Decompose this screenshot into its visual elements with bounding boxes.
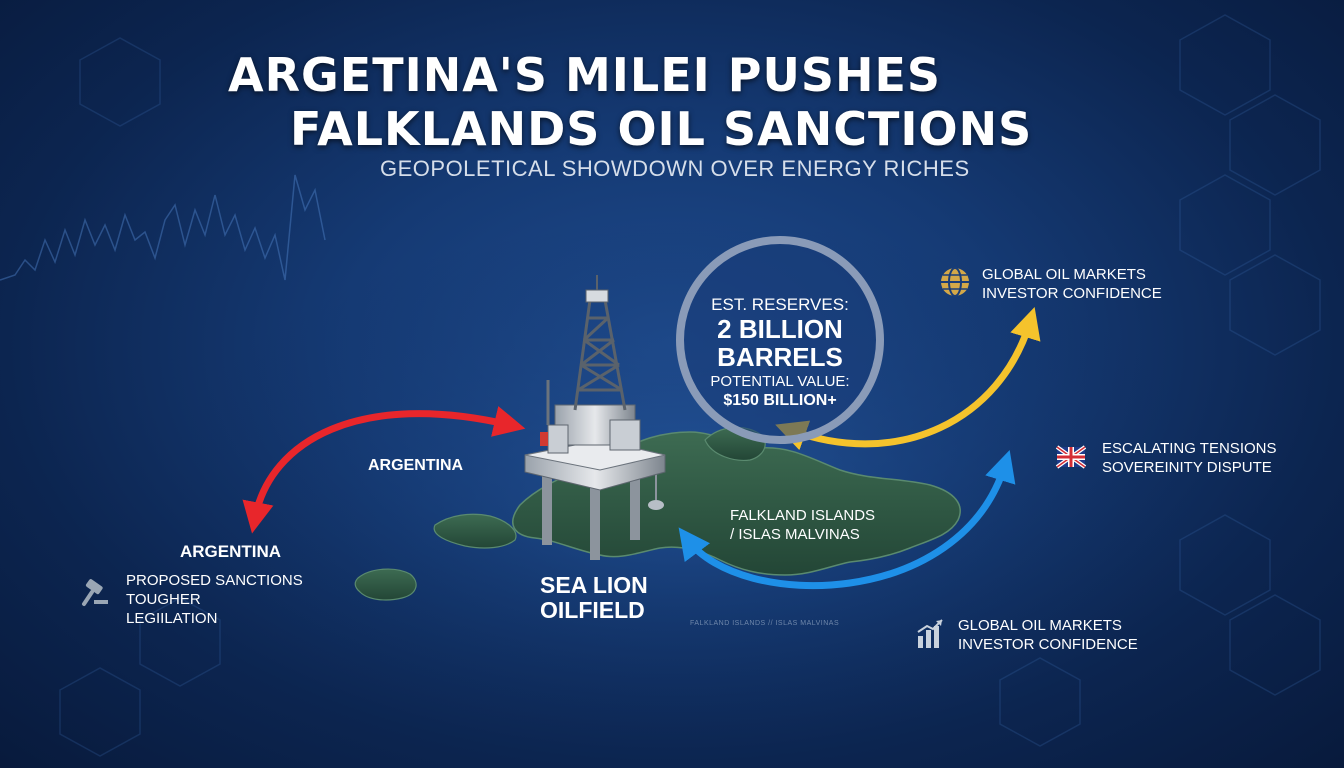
uk-flag-icon	[1055, 445, 1087, 469]
reserves-label: EST. RESERVES:	[711, 295, 849, 314]
falklands-line-1: FALKLAND ISLANDS	[730, 507, 876, 524]
hexagon-pattern	[59, 14, 1321, 757]
bar-chart-up-icon	[917, 619, 943, 648]
oilfield-line-1: SEA LION	[540, 572, 648, 598]
potential-value-label: POTENTIAL VALUE:	[710, 373, 850, 390]
blue-arrow	[678, 449, 1016, 590]
top-right-label: GLOBAL OIL MARKETS INVESTOR CONFIDENCE	[982, 265, 1162, 303]
falklands-label: FALKLAND ISLANDS / ISLAS MALVINAS	[730, 506, 875, 544]
mid-right-label: ESCALATING TENSIONS SOVEREINITY DISPUTE	[1102, 439, 1277, 477]
island-small	[354, 568, 417, 601]
gavel-icon	[82, 579, 108, 606]
subtitle: GEOPOLETICAL SHOWDOWN OVER ENERGY RICHES	[380, 156, 970, 181]
top-right-line-1: GLOBAL OIL MARKETS	[982, 266, 1146, 283]
headline-line-2: FALKLANDS OIL SANCTIONS	[290, 102, 1033, 156]
sanctions-line-3: LEGIILATION	[126, 610, 218, 627]
bottom-right-line-2: INVESTOR CONFIDENCE	[958, 636, 1138, 653]
map-caption: FALKLAND ISLANDS // ISLAS MALVINAS	[690, 620, 840, 627]
mid-right-line-2: SOVEREINITY DISPUTE	[1102, 459, 1272, 476]
sanctions-line-1: PROPOSED SANCTIONS	[126, 572, 303, 589]
mid-right-line-1: ESCALATING TENSIONS	[1102, 440, 1277, 457]
oilfield-line-2: OILFIELD	[540, 597, 645, 623]
reserves-amount-line-1: 2 BILLION	[717, 314, 843, 344]
reserves-amount-line-2: BARRELS	[717, 342, 843, 372]
reserves-badge-text: EST. RESERVES: 2 BILLION BARRELS POTENTI…	[690, 295, 870, 410]
red-arrow	[242, 406, 526, 534]
label-argentina-left: ARGENTINA	[180, 542, 282, 561]
top-right-line-2: INVESTOR CONFIDENCE	[982, 285, 1162, 302]
oilfield-label: SEA LION OILFIELD	[540, 573, 648, 623]
sanctions-block: PROPOSED SANCTIONS TOUGHER LEGIILATION	[126, 571, 303, 628]
yellow-arrow	[775, 306, 1041, 451]
bottom-right-label: GLOBAL OIL MARKETS INVESTOR CONFIDENCE	[958, 616, 1138, 654]
sanctions-line-2: TOUGHER	[126, 591, 201, 608]
stock-trend-line	[0, 174, 326, 281]
bottom-right-line-1: GLOBAL OIL MARKETS	[958, 617, 1122, 634]
globe-icon	[941, 267, 969, 297]
headline-line-1: ARGETINA'S MILEI PUSHES	[228, 48, 942, 102]
falklands-line-2: / ISLAS MALVINAS	[730, 526, 860, 543]
potential-value: $150 BILLION+	[723, 392, 837, 409]
reserves-ring	[676, 236, 884, 444]
label-argentina-center: ARGENTINA	[368, 457, 464, 474]
oil-rig-illustration	[524, 275, 666, 560]
